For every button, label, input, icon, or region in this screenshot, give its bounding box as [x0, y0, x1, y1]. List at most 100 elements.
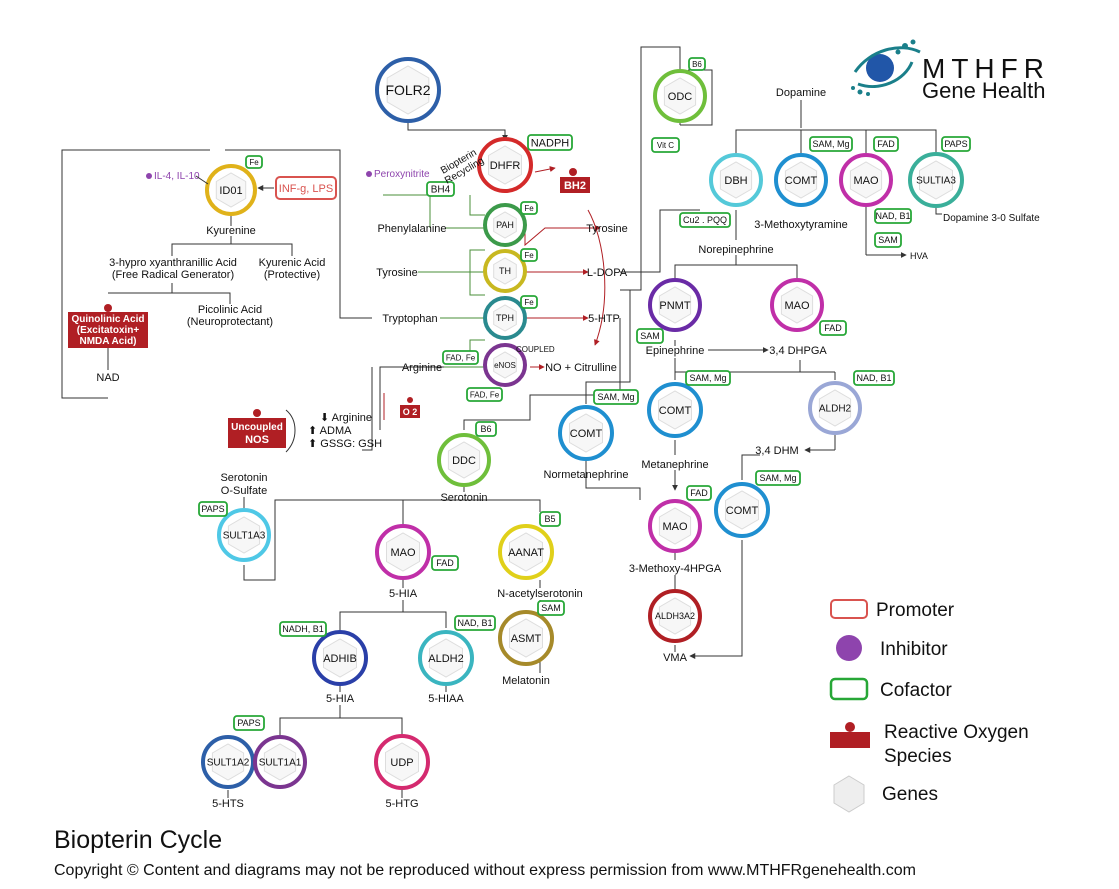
- gene-label: ALDH2: [819, 404, 852, 415]
- label-methoxy-hpga: 3-Methoxy-4HPGA: [629, 563, 722, 575]
- gene-label: TH: [499, 266, 511, 276]
- label-phenylalanine: Phenylalanine: [377, 223, 446, 235]
- gene-label: ODC: [668, 91, 693, 103]
- gene-label: PNMT: [659, 300, 690, 312]
- label-methoxytyramine: 3-Methoxytyramine: [754, 219, 848, 231]
- ros-quinolinic-2: (Excitatoxin+: [77, 325, 140, 336]
- cofactor-paps-low: PAPS: [233, 715, 265, 731]
- cofactor-label: PAPS: [201, 504, 224, 514]
- cofactor-fad-top: FAD: [873, 136, 899, 152]
- ros-quinolinic-3: NMDA Acid): [79, 336, 136, 347]
- gene-node-sult1a3: SULT1A3: [217, 508, 271, 562]
- gene-node-sult1a2: SULT1A2: [201, 735, 255, 789]
- label-arginine: Arginine: [402, 362, 442, 374]
- pathway-lines: [61, 46, 942, 798]
- cofactor-label: FAD, Fe: [470, 390, 500, 399]
- cofactor-label: NADH, B1: [282, 624, 324, 634]
- legend-ros-1: Reactive Oxygen: [884, 722, 1029, 743]
- label-sero-sulfate-2: O-Sulfate: [221, 485, 267, 497]
- label-ldopa: L-DOPA: [587, 267, 628, 279]
- ros-markers: Quinolinic Acid (Excitatoxin+ NMDA Acid)…: [68, 168, 590, 453]
- cofactor-fad-mao-mid: FAD: [819, 320, 847, 336]
- gene-label: UDP: [390, 757, 413, 769]
- copyright-notice: Copyright © Content and diagrams may not…: [54, 862, 916, 879]
- cofactor-fad-fe-1: FAD, Fe: [442, 350, 479, 365]
- gene-node-asmt: ASMT: [498, 610, 554, 666]
- gene-node-comt-epi: COMT: [647, 382, 703, 438]
- cofactor-sam-mg-epi: SAM, Mg: [685, 370, 731, 386]
- cofactor-label: FAD: [824, 323, 842, 333]
- legend-promoter: Promoter: [876, 600, 955, 621]
- inhibitor-dot-icon: [366, 171, 372, 177]
- cofactor-label: Fe: [524, 204, 534, 213]
- ros-quinolinic-1: Quinolinic Acid: [72, 314, 145, 325]
- cofactor-sam-mg-right: SAM, Mg: [755, 470, 801, 486]
- gene-label: MAO: [853, 175, 879, 187]
- ros-o2-label: O 2: [403, 407, 418, 417]
- cofactor-vitc: Vit C: [651, 137, 680, 153]
- cofactor-label: PAPS: [237, 718, 260, 728]
- label-serotonin: Serotonin: [440, 492, 487, 504]
- legend-inhibitor: Inhibitor: [880, 639, 948, 660]
- ros-uncoupled-2: NOS: [245, 434, 269, 446]
- label-gssg-up: ⬆ GSSG: GSH: [308, 438, 382, 450]
- gene-node-ido1: ID01: [205, 164, 257, 216]
- gene-label: ID01: [219, 185, 242, 197]
- cofactor-label: FAD, Fe: [446, 353, 476, 362]
- label-metanephrine: Metanephrine: [641, 459, 708, 471]
- gene-node-adhib: ADHIB: [312, 630, 368, 686]
- cofactor-cu2-pqq: Cu2 . PQQ: [679, 212, 731, 228]
- label-5hiaa: 5-HIAA: [428, 693, 464, 705]
- gene-node-aanat: AANAT: [498, 524, 554, 580]
- cofactor-b6-odc: B6: [688, 57, 706, 71]
- gene-label: SULT1A1: [259, 758, 302, 769]
- cofactor-label: FAD: [436, 558, 454, 568]
- gene-node-mao-sero: MAO: [375, 524, 431, 580]
- cofactor-sam-asmt: SAM: [537, 600, 565, 616]
- label-nad: NAD: [96, 372, 119, 384]
- cofactor-nadph: NADPH: [527, 134, 573, 151]
- gene-label: COMT: [726, 505, 759, 517]
- gene-label: AANAT: [508, 547, 544, 559]
- cofactor-fe-pah: Fe: [520, 201, 538, 215]
- cofactor-label: SAM, Mg: [597, 392, 634, 402]
- label-arginine-down: ⬇ Arginine: [320, 412, 372, 424]
- cofactor-label: PAPS: [944, 139, 967, 149]
- gene-label: COMT: [785, 175, 818, 187]
- label-hypro-2: (Free Radical Generator): [112, 269, 234, 281]
- gene-node-mao-mid: MAO: [770, 278, 824, 332]
- gene-label: ALDH3A2: [655, 611, 695, 621]
- gene-node-sult1a1: SULT1A1: [253, 735, 307, 789]
- label-normetanephrine: Normetanephrine: [544, 469, 629, 481]
- cofactor-label: SAM, Mg: [812, 139, 849, 149]
- gene-node-ddc: DDC: [437, 433, 491, 487]
- label-5hia-2: 5-HIA: [326, 693, 355, 705]
- label-hypro-1: 3-hypro xyanthranillic Acid: [109, 257, 237, 269]
- label-kyurenic-2: (Protective): [264, 269, 320, 281]
- metabolite-labels: Kyurenine 3-hypro xyanthranillic Acid (F…: [96, 87, 1040, 810]
- cofactor-paps-sult: PAPS: [198, 501, 228, 517]
- ros-uncoupled-1: Uncoupled: [231, 422, 283, 433]
- inhibitors: IL-4, IL-10 Peroxynitrite: [146, 169, 430, 185]
- page-title: Biopterin Cycle: [54, 826, 223, 854]
- gene-node-th: TH: [483, 249, 527, 293]
- legend: Promoter Inhibitor Cofactor Reactive Oxy…: [829, 599, 1029, 813]
- cofactor-label: Fe: [524, 298, 534, 307]
- label-hva: HVA: [910, 251, 928, 261]
- legend-promoter-swatch: [830, 599, 868, 619]
- promoter-label: INF-g, LPS: [279, 183, 333, 195]
- gene-node-pah: PAH: [483, 203, 527, 247]
- gene-node-mao-low: MAO: [648, 499, 702, 553]
- cofactor-label: NAD, B1: [875, 211, 910, 221]
- ros-bh2: BH2: [560, 168, 590, 193]
- label-melatonin: Melatonin: [502, 675, 550, 687]
- gene-node-dbh: DBH: [709, 153, 763, 207]
- cofactor-label: NAD, B1: [856, 373, 891, 383]
- cofactor-nadh-b1: NADH, B1: [279, 621, 327, 637]
- logo-line2: Gene Health: [922, 78, 1046, 103]
- label-adma-up: ⬆ ADMA: [308, 425, 352, 437]
- inhibitor-il4: IL-4, IL-10: [154, 171, 200, 182]
- cofactor-label: SAM, Mg: [759, 473, 796, 483]
